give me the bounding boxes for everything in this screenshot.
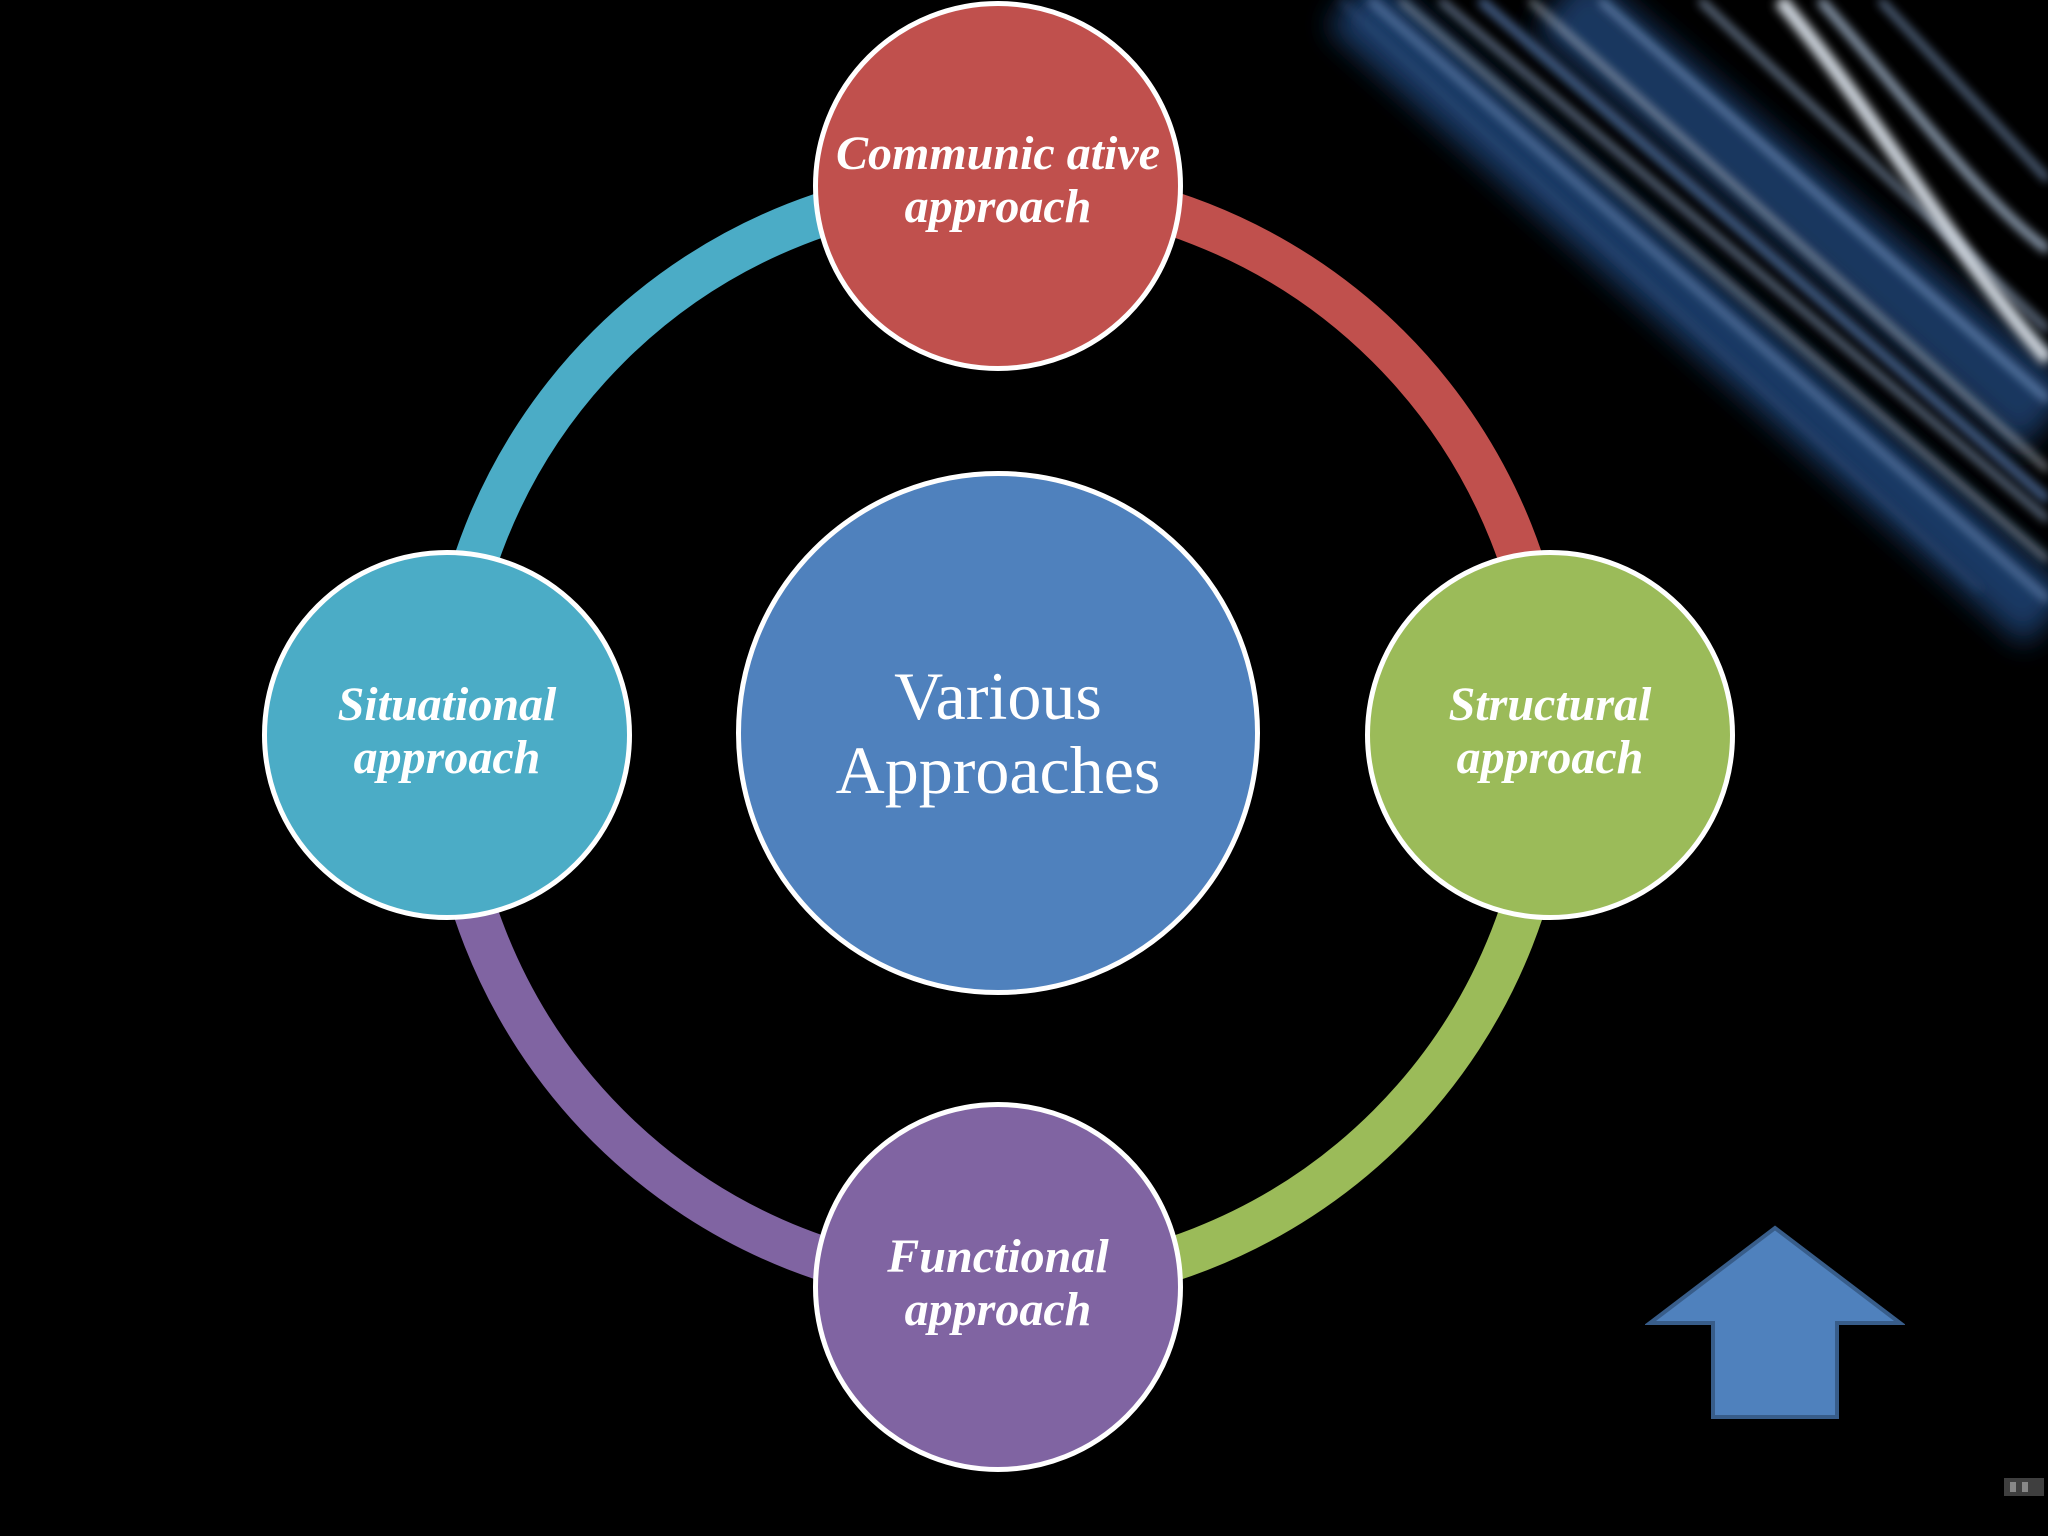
node-label-situational: Situational approach	[337, 678, 557, 784]
node-label-structural: Structural approach	[1448, 678, 1652, 784]
node-label-communicative: Communic ative approach	[836, 127, 1160, 233]
node-structural-approach: Structural approach	[1365, 550, 1735, 920]
up-arrow-icon[interactable]	[1645, 1225, 1905, 1420]
corner-mark-decoration	[2004, 1478, 2044, 1496]
center-node-label: Various Approaches	[835, 658, 1161, 808]
node-functional-approach: Functional approach	[813, 1102, 1183, 1472]
node-situational-approach: Situational approach	[262, 550, 632, 920]
center-node-various-approaches: Various Approaches	[736, 471, 1260, 995]
node-communicative-approach: Communic ative approach	[813, 1, 1183, 371]
node-label-functional: Functional approach	[887, 1230, 1109, 1336]
